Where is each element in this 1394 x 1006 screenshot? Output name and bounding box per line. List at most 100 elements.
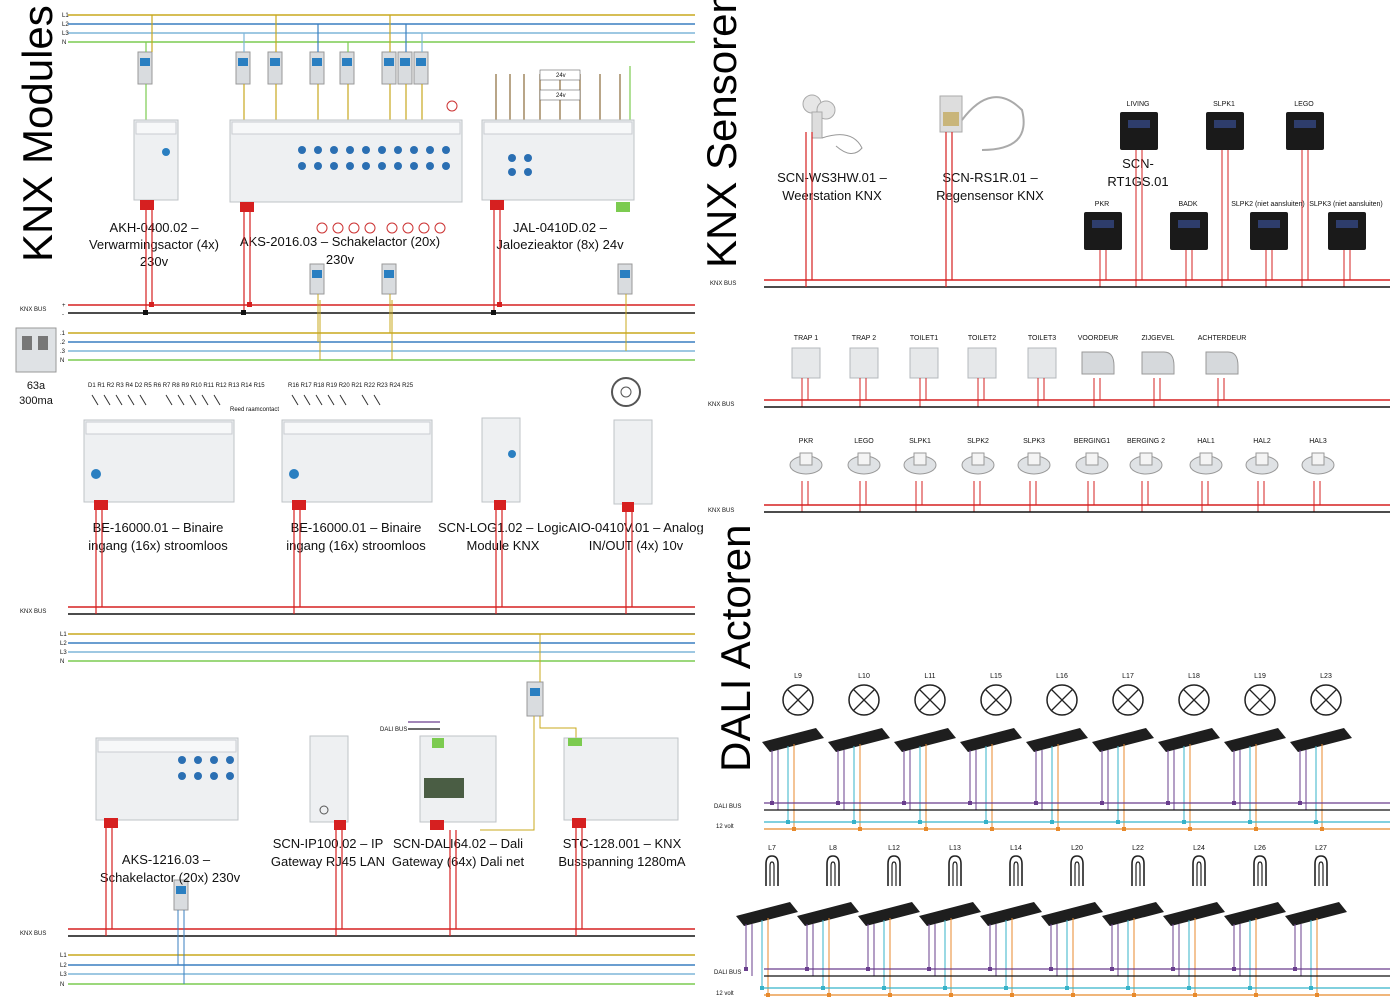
motion-sensor: HAL3 [1301, 438, 1335, 512]
breakers-mid [309, 263, 633, 295]
motion-sensor: TOILET1 [909, 335, 939, 407]
top-phase-lines: L1 L2 L3 N [62, 13, 695, 46]
caption-aio-1: AIO-0410V.01 – Analog [568, 520, 703, 535]
luminaire-label: L15 [990, 673, 1002, 680]
thermostat-label: BADK [1178, 201, 1197, 208]
jal-24v-labels: 24v 24v [539, 69, 581, 101]
luminaire-label: L14 [1010, 845, 1022, 852]
rain-sensor [939, 95, 1025, 151]
motion-sensor-label: BERGING 2 [1127, 438, 1165, 445]
caption-akh-3: 230v [140, 254, 169, 269]
motion-sensor: SLPK1 [903, 438, 937, 512]
dali-bus-1: DALI BUS 12 volt [714, 802, 1390, 830]
luminaire-label: L27 [1315, 845, 1327, 852]
dali-luminaire: L7 [736, 845, 798, 997]
motion-sensor-label: ZIJGEVEL [1141, 335, 1174, 342]
knx-bus-label-motion2: KNX BUS [708, 508, 734, 514]
dali-luminaire: L9 [762, 673, 824, 831]
module-dali [419, 735, 497, 830]
knx-bus-label-1: KNX BUS [20, 307, 46, 313]
dali-luminaire: L12 [858, 845, 920, 997]
motion-sensor-label: LEGO [854, 438, 874, 445]
caption-weather-1: SCN-WS3HW.01 – [777, 170, 888, 185]
module-aio [611, 377, 653, 512]
motion-sensor: SLPK3 [1017, 438, 1051, 512]
motion-sensor-label: TOILET3 [1028, 335, 1056, 342]
motion-sensor: SLPK2 [961, 438, 995, 512]
volt12-label-2: 12 volt [716, 991, 734, 997]
knx-bus-motion2: KNX BUS [708, 504, 1390, 514]
knx-bus-1: KNX BUS + - [20, 210, 695, 318]
caption-akh-2: Verwarmingsactor (4x) [89, 237, 219, 252]
caption-log-2: Module KNX [467, 538, 540, 553]
thermostat-label: LIVING [1127, 101, 1150, 108]
distribution-lines: .1 .2 .3 N [60, 294, 695, 364]
caption-ip-2: Gateway RJ45 LAN [271, 854, 385, 869]
motion-sensor-label: HAL3 [1309, 438, 1327, 445]
caption-rain-1: SCN-RS1R.01 – [942, 170, 1038, 185]
knx-bus-label-motion1: KNX BUS [708, 402, 734, 408]
luminaire-label: L17 [1122, 673, 1134, 680]
caption-be1-2: ingang (16x) stroomloos [88, 538, 228, 553]
caption-akh-1: AKH-0400.02 – [110, 220, 200, 235]
motion-sensor: HAL1 [1189, 438, 1223, 512]
motion-sensor: BERGING1 [1074, 438, 1110, 512]
knx-bus-2: KNX BUS [20, 510, 695, 615]
module-aks2016 [229, 119, 463, 212]
luminaire-label: L12 [888, 845, 900, 852]
luminaire-label: L24 [1193, 845, 1205, 852]
thermostat-label: SLPK1 [1213, 101, 1235, 108]
reed-label: Reed raamcontact [230, 407, 279, 413]
label-n-b: N [60, 659, 64, 665]
dali-bus-2: DALI BUS 12 volt [714, 968, 1390, 997]
motion-sensors-row2: PKR LEGO SLPK1 SLPK2 SLPK3 BERGING1 BERGING 2 H… [789, 438, 1335, 512]
phase-lines-bottom: L1 L2 L3 N [60, 910, 695, 988]
motion-sensor-label: HAL1 [1197, 438, 1215, 445]
rcd-label-2: 300ma [19, 395, 54, 407]
motion-sensor: ACHTERDEUR [1198, 335, 1247, 407]
luminaire-label: L8 [829, 845, 837, 852]
luminaire-label: L18 [1188, 673, 1200, 680]
motion-sensor-label: SLPK2 [967, 438, 989, 445]
motion-sensor-label: PKR [799, 438, 813, 445]
dali-luminaire: L26 [1224, 845, 1286, 997]
caption-stc-1: STC-128.001 – KNX [563, 836, 682, 851]
dali-luminaire: L24 [1163, 845, 1225, 997]
caption-stc-2: Busspanning 1280mA [558, 854, 686, 869]
be2-inputs: R16 R17 R18 R19 R20 R21 R22 R23 R24 R25 [288, 383, 414, 389]
luminaire-label: L11 [924, 673, 935, 680]
label-l1-b: L1 [60, 632, 67, 638]
phase-lines-lower: L1 L2 L3 N [60, 632, 695, 831]
caption-weather-2: Weerstation KNX [782, 188, 882, 203]
luminaire-label: L10 [858, 673, 870, 680]
dali-luminaire: L16 [1026, 673, 1088, 831]
motion-sensor-label: TOILET2 [968, 335, 996, 342]
dali-bus-label-1: DALI BUS [714, 804, 741, 810]
label-dot3: .3 [60, 349, 66, 355]
motion-sensor: TOILET3 [1027, 335, 1057, 407]
motion-sensor: BERGING 2 [1127, 438, 1165, 512]
binary-input-switches: D1 R1 R2 R3 R4 D2 R5 R6 R7 R8 R9 R10 R11… [88, 383, 414, 413]
module-be2 [281, 419, 433, 510]
luminaire-label: L26 [1254, 845, 1266, 852]
dali-luminaire: L8 [797, 845, 859, 997]
knx-bus-label-3: KNX BUS [20, 931, 46, 937]
label-n: N [62, 40, 66, 46]
label-l2-c: L2 [60, 963, 67, 969]
motion-sensor: TOILET2 [967, 335, 997, 407]
caption-aks2016-1: AKS-2016.03 – Schakelactor (20x) [240, 234, 440, 249]
module-stc [563, 737, 679, 828]
thermostat-label: SLPK2 (niet aansluiten) [1231, 201, 1305, 208]
luminaire-label: L23 [1320, 673, 1332, 680]
caption-be2-2: ingang (16x) stroomloos [286, 538, 426, 553]
motion-sensor-label: ACHTERDEUR [1198, 335, 1247, 342]
dali-luminaire: L18 [1158, 673, 1220, 831]
thermostat: SLPK1 [1206, 101, 1244, 287]
motion-sensor: TRAP 2 [849, 335, 879, 407]
caption-rt-1: SCN- [1122, 156, 1154, 171]
motion-sensor-label: HAL2 [1253, 438, 1271, 445]
label-l3: L3 [62, 31, 69, 37]
label-l1-c: L1 [60, 953, 67, 959]
thermostat-label: PKR [1095, 201, 1109, 208]
